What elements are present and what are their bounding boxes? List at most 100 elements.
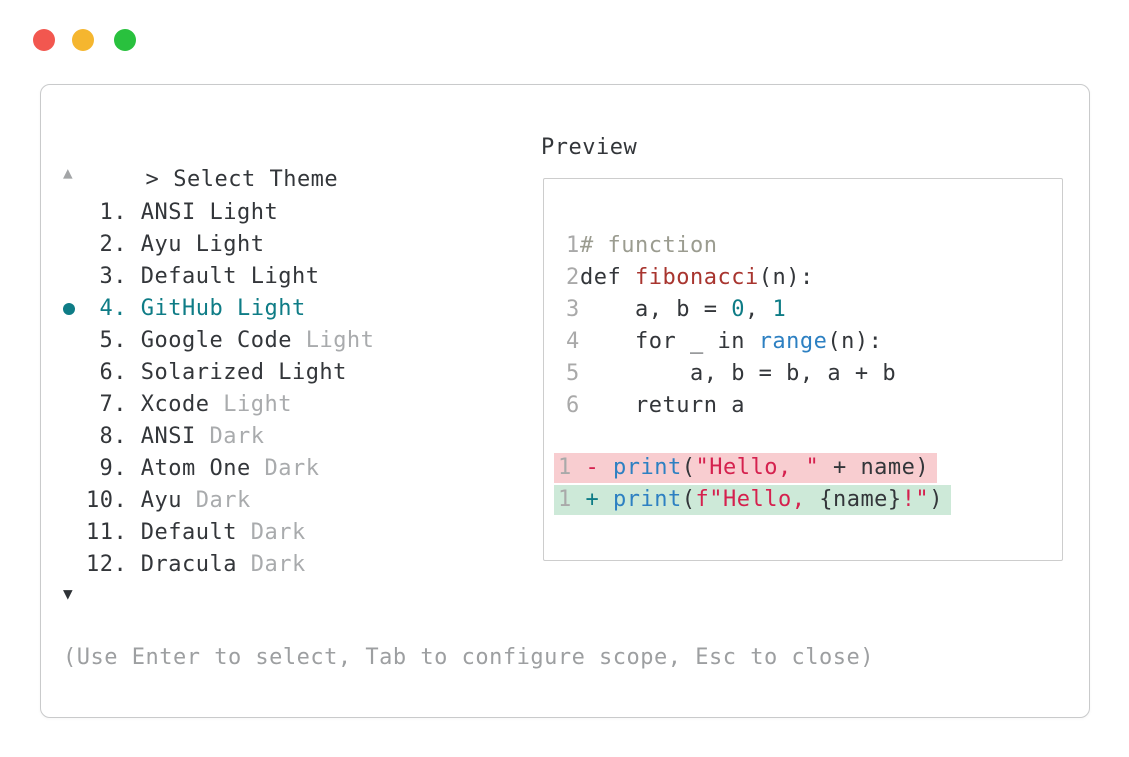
- theme-list-item-9[interactable]: 9. Atom One Dark: [86, 453, 374, 485]
- theme-number: 6.: [99, 360, 127, 385]
- code-line-1: 1# function: [566, 230, 896, 262]
- theme-list-item-5[interactable]: 5. Google Code Light: [86, 325, 374, 357]
- theme-number: 2.: [99, 232, 127, 257]
- help-text: (Use Enter to select, Tab to configure s…: [63, 645, 874, 670]
- diff-sign: +: [571, 487, 613, 512]
- scroll-up-icon[interactable]: ▲: [63, 163, 74, 182]
- theme-variant: Dark: [236, 552, 306, 577]
- code-token: ): [929, 487, 943, 512]
- code-token: print: [613, 455, 682, 480]
- window-controls: [33, 29, 153, 51]
- code-token: range: [758, 329, 828, 354]
- theme-variant: Dark: [236, 520, 306, 545]
- theme-list-item-6[interactable]: 6. Solarized Light: [86, 357, 374, 389]
- code-token: print: [613, 487, 682, 512]
- minimize-button[interactable]: [72, 29, 94, 51]
- theme-list-item-2[interactable]: 2. Ayu Light: [86, 229, 374, 261]
- line-number: 6: [566, 393, 580, 418]
- line-number: 4: [566, 329, 580, 354]
- theme-name: ANSI Light: [140, 200, 279, 225]
- theme-name: Solarized Light: [140, 360, 347, 385]
- diff-line-removed: 1 - print("Hello, " + name): [554, 453, 938, 483]
- prompt: >Select Theme: [63, 132, 338, 228]
- theme-name: Default: [140, 520, 237, 545]
- theme-name: Dracula: [140, 552, 237, 577]
- code-token: return a: [580, 393, 745, 418]
- theme-variant: Dark: [195, 424, 265, 449]
- code-token: (: [681, 487, 696, 512]
- theme-list-item-4[interactable]: 4. GitHub Light: [63, 293, 374, 325]
- page-title: Select Theme: [173, 167, 339, 192]
- theme-variant: Light: [209, 392, 292, 417]
- code-token: f"Hello,: [695, 487, 820, 512]
- theme-number: 8.: [99, 424, 127, 449]
- selected-indicator: [63, 303, 75, 315]
- code-token: for _ in: [580, 329, 759, 354]
- theme-name: Ayu: [140, 488, 182, 513]
- theme-list-item-1[interactable]: 1. ANSI Light: [86, 197, 374, 229]
- theme-list-item-7[interactable]: 7. Xcode Light: [86, 389, 374, 421]
- close-button[interactable]: [33, 29, 55, 51]
- theme-name: ANSI: [140, 424, 196, 449]
- code-token: !": [901, 487, 930, 512]
- code-token: (n):: [827, 329, 883, 354]
- code-token: a, b = b, a + b: [580, 361, 897, 386]
- theme-name: Google Code: [140, 328, 292, 353]
- diff-line-added: 1 + print(f"Hello, {name}!"): [554, 485, 951, 515]
- theme-number: 7.: [99, 392, 127, 417]
- theme-number: 11.: [86, 520, 128, 545]
- maximize-button[interactable]: [114, 29, 136, 51]
- theme-list-item-12[interactable]: 12. Dracula Dark: [86, 549, 374, 581]
- theme-variant: Light: [291, 328, 375, 353]
- line-number: 2: [566, 265, 580, 290]
- theme-name: GitHub Light: [140, 296, 306, 321]
- preview-label: Preview: [541, 135, 638, 160]
- theme-variant: Dark: [182, 488, 251, 513]
- code-token: # function: [580, 233, 718, 258]
- theme-name: Atom One: [140, 456, 251, 481]
- code-token: def: [580, 265, 635, 290]
- code-token: + name): [819, 455, 930, 480]
- code-token: a, b =: [580, 297, 732, 322]
- code-line-4: 4 for _ in range(n):: [566, 326, 896, 358]
- code-token: (n):: [758, 265, 814, 290]
- theme-list-item-3[interactable]: 3. Default Light: [86, 261, 374, 293]
- line-number: 3: [566, 297, 580, 322]
- theme-list-item-8[interactable]: 8. ANSI Dark: [86, 421, 374, 453]
- diff-sign: -: [571, 455, 613, 480]
- theme-variant: Dark: [250, 456, 320, 481]
- code-line-2: 2def fibonacci(n):: [566, 262, 896, 294]
- line-number: 1: [566, 233, 580, 258]
- line-number: 1: [558, 487, 572, 512]
- theme-number: 4.: [99, 296, 127, 321]
- line-number: 1: [558, 455, 572, 480]
- theme-number: 12.: [86, 552, 128, 577]
- code-line-6: 6 return a: [566, 390, 896, 422]
- code-line-3: 3 a, b = 0, 1: [566, 294, 896, 326]
- code-token: ,: [744, 297, 773, 322]
- theme-name: Ayu Light: [140, 232, 265, 257]
- code-token: 1: [772, 297, 787, 322]
- theme-name: Xcode: [140, 392, 210, 417]
- code-token: fibonacci: [634, 265, 759, 290]
- code-token: {name}: [819, 487, 902, 512]
- theme-number: 10.: [86, 488, 128, 513]
- diff-preview: 1 - print("Hello, " + name)1 + print(f"H…: [554, 453, 951, 517]
- code-line-5: 5 a, b = b, a + b: [566, 358, 896, 390]
- theme-number: 9.: [99, 456, 127, 481]
- theme-number: 5.: [99, 328, 127, 353]
- code-token: (: [681, 455, 696, 480]
- scroll-down-icon[interactable]: ▼: [63, 584, 74, 603]
- theme-list-item-10[interactable]: 10. Ayu Dark: [86, 485, 374, 517]
- theme-name: Default Light: [140, 264, 320, 289]
- theme-list-item-11[interactable]: 11. Default Dark: [86, 517, 374, 549]
- theme-number: 3.: [99, 264, 127, 289]
- line-number: 5: [566, 361, 580, 386]
- code-token: 0: [731, 297, 745, 322]
- theme-number: 1.: [99, 200, 127, 225]
